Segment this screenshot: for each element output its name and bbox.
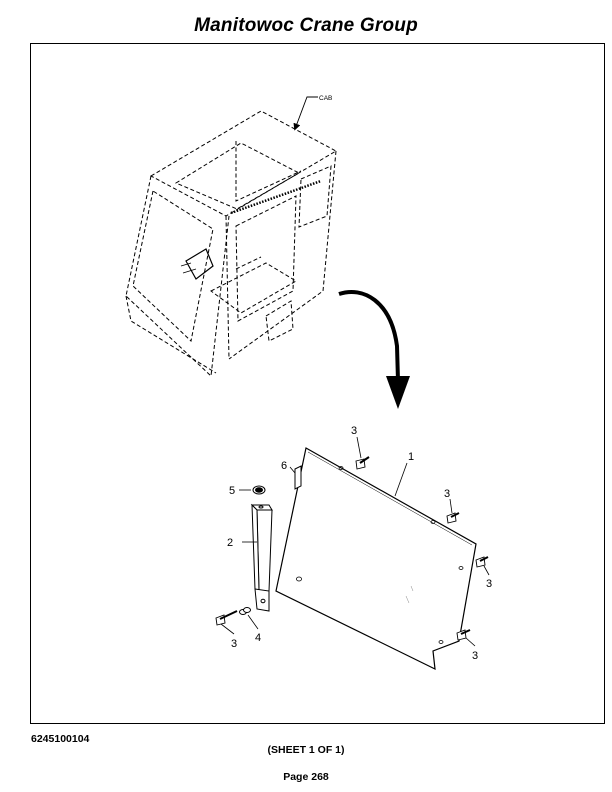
diagram-frame: CAB	[30, 43, 605, 724]
drawing-number: 6245100104	[31, 733, 90, 745]
page-header-title: Manitowoc Crane Group	[194, 15, 418, 36]
callout-5: 5	[229, 485, 235, 497]
lockwasher-item-4	[239, 607, 251, 615]
exploded-parts-diagram: CAB	[125, 95, 492, 671]
cab-leader-arrow	[293, 96, 318, 131]
cab-illustration	[125, 110, 338, 378]
callout-2: 2	[227, 537, 233, 549]
grommet-item-5	[252, 485, 266, 495]
callout-3-right-lower: 3	[472, 650, 478, 662]
bracket-item-2	[250, 503, 273, 612]
callout-3-right-upper: 3	[444, 488, 450, 500]
callout-3-bottom-left: 3	[231, 638, 237, 650]
page-number: Page 268	[283, 771, 329, 783]
panel-item-1	[275, 447, 477, 671]
curved-direction-arrow	[338, 289, 410, 409]
callout-1: 1	[408, 451, 414, 463]
sheet-indicator: (SHEET 1 OF 1)	[267, 744, 345, 756]
cab-label: CAB	[319, 95, 332, 102]
cab-interior-detail	[180, 179, 322, 280]
callout-6: 6	[281, 460, 287, 472]
leader-lines	[220, 436, 490, 647]
callout-3-top: 3	[351, 425, 357, 437]
callout-3-right-mid: 3	[486, 578, 492, 590]
pad-item-6	[294, 465, 302, 490]
callout-4: 4	[255, 632, 261, 644]
